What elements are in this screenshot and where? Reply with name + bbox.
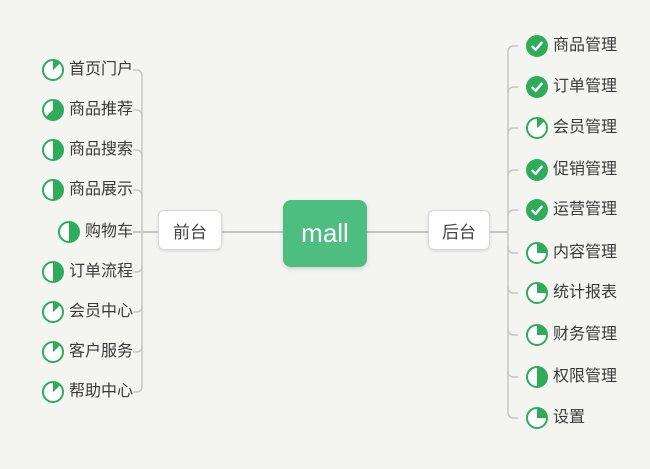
- root-node-mall[interactable]: mall: [283, 200, 367, 267]
- topic-right-0[interactable]: 商品管理: [526, 35, 617, 57]
- topic-right-1[interactable]: 订单管理: [526, 76, 617, 98]
- topic-right-3[interactable]: 促销管理: [526, 159, 617, 181]
- topic-label: 商品展示: [68, 181, 133, 198]
- topic-label: 设置: [553, 409, 586, 426]
- branch-node-backend-label: 后台: [442, 222, 476, 242]
- topic-left-8[interactable]: 帮助中心: [41, 381, 133, 403]
- topic-right-7[interactable]: 财务管理: [526, 324, 617, 346]
- branch-node-frontend[interactable]: 前台: [158, 210, 222, 250]
- topic-right-9[interactable]: 设置: [526, 407, 585, 429]
- topic-label: 会员中心: [68, 303, 133, 320]
- topic-left-4[interactable]: 购物车: [57, 221, 133, 243]
- progress-pie-icon: [41, 341, 64, 363]
- progress-pie-icon: [526, 242, 548, 264]
- topic-right-6[interactable]: 统计报表: [526, 282, 617, 304]
- topic-left-1[interactable]: 商品推荐: [41, 99, 133, 121]
- progress-pie-icon: [526, 282, 548, 304]
- topic-left-6[interactable]: 会员中心: [41, 301, 133, 323]
- progress-pie-icon: [526, 366, 548, 388]
- topic-label: 订单管理: [553, 78, 618, 95]
- branch-node-backend[interactable]: 后台: [428, 210, 490, 250]
- check-icon: [526, 159, 548, 181]
- topic-left-5[interactable]: 订单流程: [41, 261, 133, 283]
- topic-label: 统计报表: [553, 284, 618, 301]
- progress-pie-icon: [41, 99, 64, 121]
- progress-pie-icon: [57, 221, 80, 243]
- topic-label: 内容管理: [553, 244, 618, 261]
- progress-pie-icon: [526, 407, 548, 429]
- topic-label: 商品推荐: [68, 101, 133, 118]
- topic-label: 帮助中心: [68, 383, 133, 400]
- topic-left-7[interactable]: 客户服务: [41, 341, 133, 363]
- progress-pie-icon: [41, 301, 64, 323]
- topic-label: 客户服务: [68, 343, 133, 360]
- topic-label: 购物车: [84, 223, 133, 240]
- topic-label: 商品管理: [553, 37, 618, 54]
- topic-label: 权限管理: [553, 368, 618, 385]
- progress-pie-icon: [41, 139, 64, 161]
- topic-right-5[interactable]: 内容管理: [526, 242, 617, 264]
- topic-label: 商品搜索: [68, 141, 133, 158]
- topic-left-2[interactable]: 商品搜索: [41, 139, 133, 161]
- topic-left-0[interactable]: 首页门户: [41, 59, 133, 81]
- topic-label: 财务管理: [553, 326, 618, 343]
- topic-right-4[interactable]: 运营管理: [526, 199, 617, 221]
- progress-pie-icon: [41, 381, 64, 403]
- topic-left-3[interactable]: 商品展示: [41, 179, 133, 201]
- topic-label: 首页门户: [68, 61, 133, 78]
- progress-pie-icon: [526, 117, 548, 139]
- progress-pie-icon: [526, 324, 548, 346]
- progress-pie-icon: [41, 59, 64, 81]
- check-icon: [526, 76, 548, 98]
- topic-right-2[interactable]: 会员管理: [526, 117, 617, 139]
- progress-pie-icon: [41, 179, 64, 201]
- root-node-label: mall: [301, 218, 349, 248]
- topic-label: 会员管理: [553, 119, 618, 136]
- branch-node-frontend-label: 前台: [173, 222, 207, 242]
- check-icon: [526, 199, 548, 221]
- topic-label: 运营管理: [553, 201, 618, 218]
- topic-right-8[interactable]: 权限管理: [526, 366, 617, 388]
- topic-label: 促销管理: [553, 161, 618, 178]
- check-icon: [526, 35, 548, 57]
- progress-pie-icon: [41, 261, 64, 283]
- topic-label: 订单流程: [68, 263, 133, 280]
